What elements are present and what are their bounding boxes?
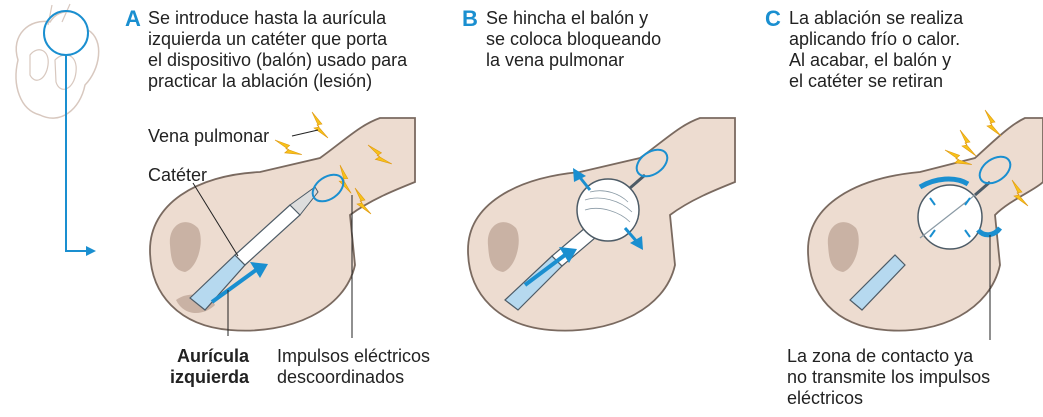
panel-c-description: La ablación se realiza aplicando frío o …: [789, 8, 963, 92]
label-cateter: Catéter: [148, 165, 208, 185]
panel-b-illustration: [467, 117, 736, 332]
contact-zone: [918, 176, 1003, 238]
panel-a-line: Se introduce hasta la aurícula: [148, 8, 387, 28]
label-impulsos: Impulsos eléctricos descoordinados: [277, 346, 430, 388]
label-impulsos-line: Impulsos eléctricos: [277, 346, 431, 366]
push-arrow-b: [523, 253, 567, 287]
label-impulsos-line: descoordinados: [277, 367, 405, 387]
catheter-a: [189, 173, 345, 311]
panel-c-line: La ablación se realiza: [789, 8, 964, 28]
leader-vena-pulmonar: [291, 129, 319, 137]
panel-a-line: practicar la ablación (lesión): [148, 71, 373, 91]
panel-b-line: la vena pulmonar: [486, 50, 625, 70]
panel-b-letter: B: [462, 6, 478, 31]
label-vena-pulmonar: Vena pulmonar: [148, 126, 270, 146]
callout-line: [65, 55, 86, 252]
label-contacto-line: La zona de contacto ya: [787, 346, 974, 366]
panel-a-line: izquierda un catéter que porta: [148, 29, 388, 49]
panel-a-description: Se introduce hasta la aurícula izquierda…: [148, 8, 407, 92]
panel-b-line: Se hincha el balón y: [486, 8, 649, 28]
panel-c-line: el catéter se retiran: [789, 71, 944, 91]
panel-c-line: Al acabar, el balón y: [789, 50, 952, 70]
label-contacto-line: eléctricos: [787, 388, 864, 408]
label-auricula-line: izquierda: [170, 367, 250, 387]
leader-cateter: [192, 182, 239, 257]
panel-c-illustration: [807, 109, 1043, 332]
panel-c-letter: C: [765, 6, 781, 31]
callout-circle: [43, 10, 89, 56]
label-auricula-izquierda: Aurícula izquierda: [170, 346, 249, 388]
panel-b-line: se coloca bloqueando: [486, 29, 662, 49]
panel-a-illustration: [149, 111, 416, 332]
panel-a-letter: A: [125, 6, 141, 31]
heart-thumbnail: [15, 3, 100, 119]
callout-arrowhead: [86, 246, 96, 256]
push-arrow-a: [210, 268, 258, 304]
panel-c-line: aplicando frío o calor.: [789, 29, 961, 49]
balloon-c: [917, 184, 983, 250]
label-auricula-line: Aurícula: [176, 346, 250, 366]
panel-b-description: Se hincha el balón y se coloca bloqueand…: [486, 8, 661, 71]
label-zona-contacto: La zona de contacto ya no transmite los …: [787, 346, 990, 409]
label-contacto-line: no transmite los impulsos: [787, 367, 991, 387]
panel-a-line: el dispositivo (balón) usado para: [148, 50, 408, 70]
